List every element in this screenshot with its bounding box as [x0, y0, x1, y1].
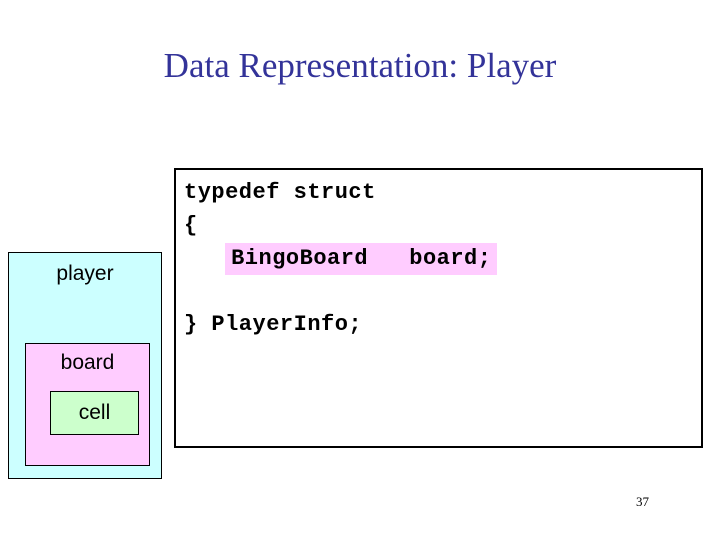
- page-title: Data Representation: Player: [163, 46, 557, 85]
- player-box-label: player: [56, 262, 114, 285]
- code-line-close-playerinfo: } PlayerInfo;: [184, 312, 363, 337]
- code-line-open-brace: {: [184, 213, 198, 238]
- code-line-board-member: BingoBoard board;: [184, 242, 699, 275]
- code-indent: [184, 246, 225, 271]
- code-line-typedef: typedef struct: [184, 180, 376, 205]
- code-lines: typedef struct { BingoBoard board; } Pla…: [184, 176, 699, 341]
- code-highlight-board: BingoBoard board;: [225, 243, 498, 275]
- nested-box-diagram: player board cell: [8, 252, 162, 479]
- board-box: board cell: [25, 343, 150, 466]
- page-number: 37: [636, 494, 649, 509]
- code-line-blank: [184, 275, 699, 308]
- code-block: typedef struct { BingoBoard board; } Pla…: [174, 168, 703, 448]
- player-box: player board cell: [8, 252, 162, 479]
- cell-box-label: cell: [78, 401, 111, 424]
- cell-box: cell: [50, 391, 139, 435]
- board-box-label: board: [60, 351, 115, 374]
